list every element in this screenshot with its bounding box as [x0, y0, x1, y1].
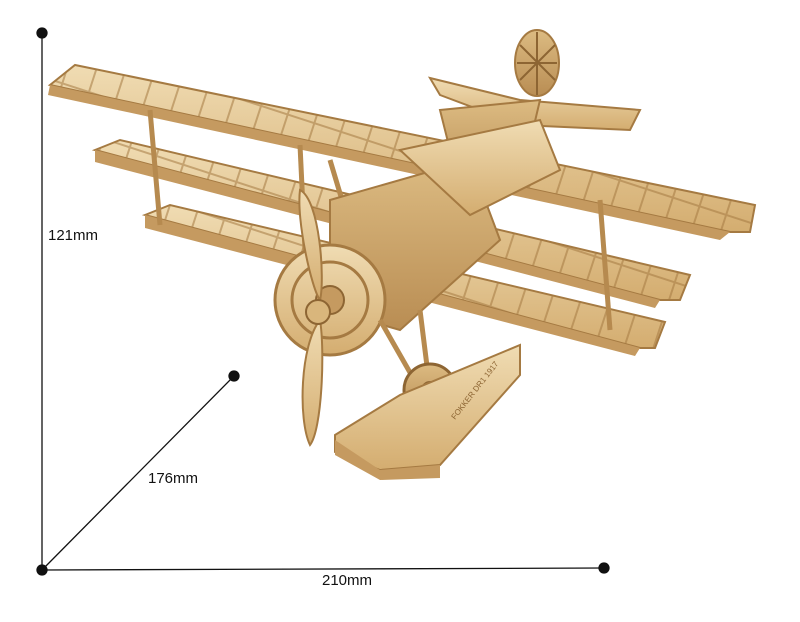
fuselage — [273, 118, 562, 357]
width-dimension-line — [41, 567, 605, 571]
dimension-lines — [36, 27, 610, 576]
height-dimension-label: 121mm — [48, 227, 99, 244]
dimension-endpoint-dot — [228, 370, 240, 382]
depth-dimension-label: 176mm — [148, 470, 199, 487]
dimension-endpoint-dot — [598, 562, 610, 574]
width-dimension-label: 210mm — [322, 572, 373, 589]
depth-dimension-line — [41, 375, 235, 571]
dimension-endpoint-dot — [36, 27, 48, 39]
dimension-origin-dot — [36, 564, 48, 576]
propeller — [298, 188, 331, 447]
